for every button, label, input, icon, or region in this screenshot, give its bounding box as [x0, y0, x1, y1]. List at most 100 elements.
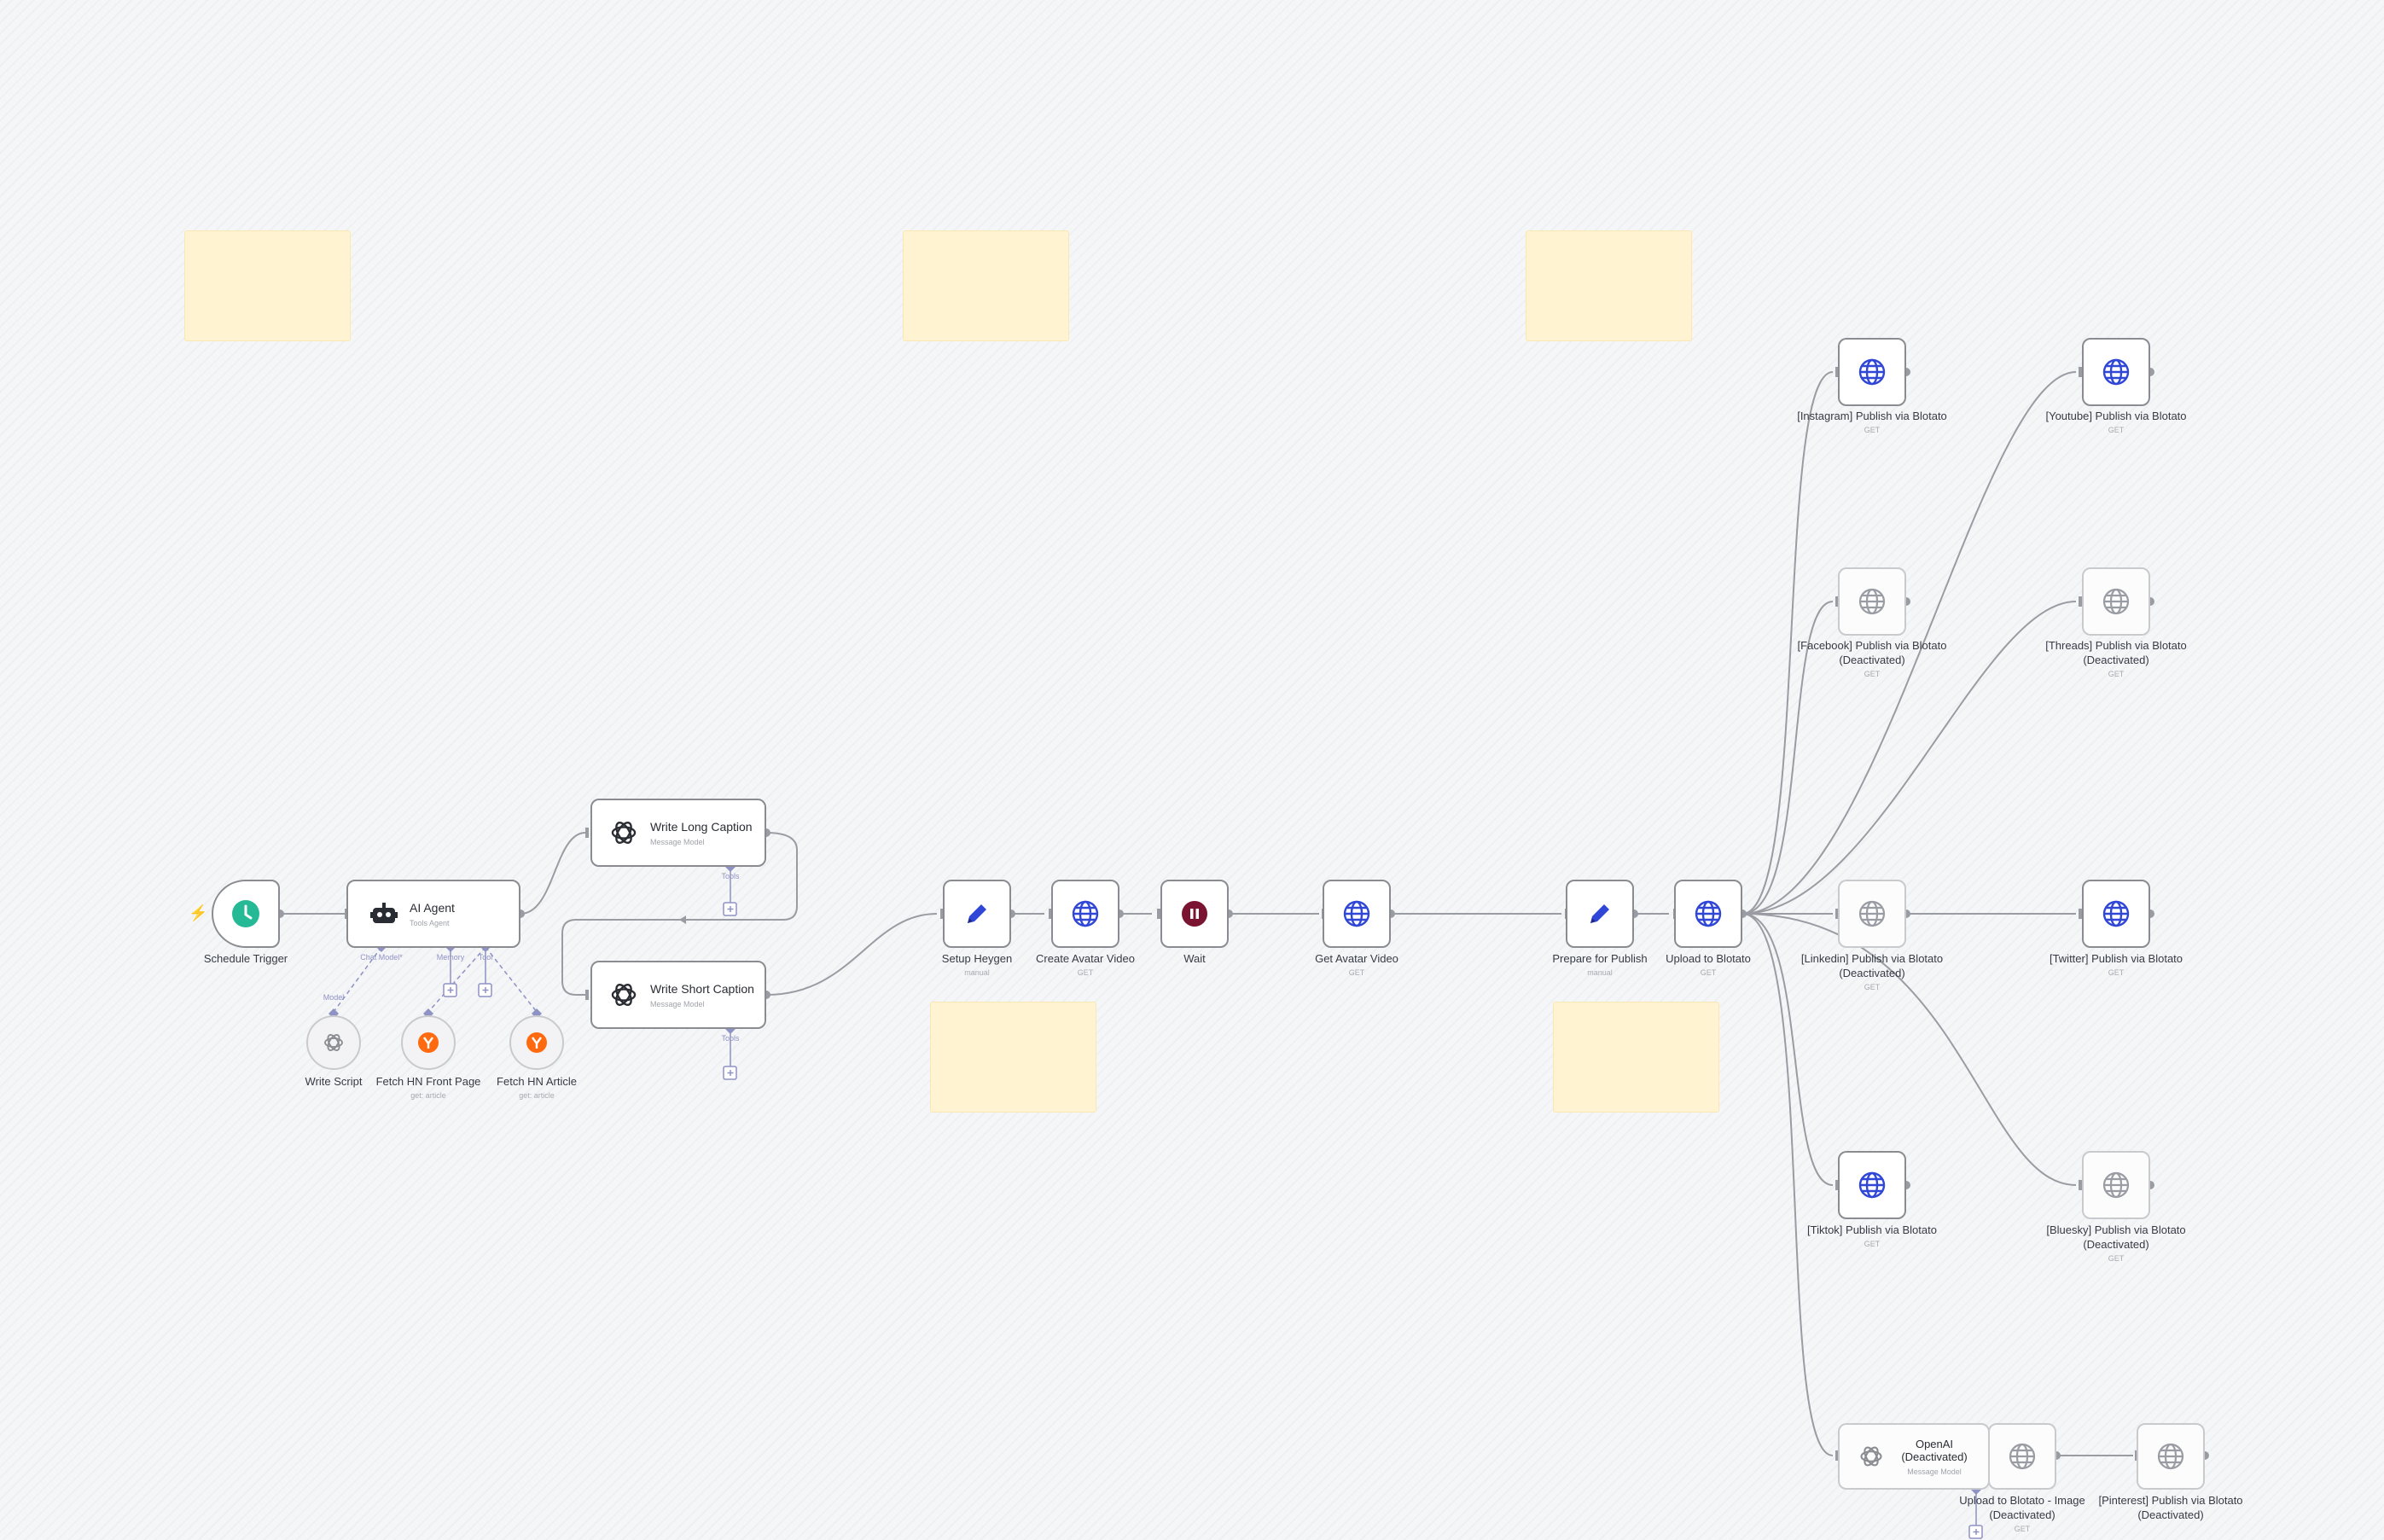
port-label-memory: Memory: [436, 953, 465, 962]
node-label: Upload to Blotato - Image (Deactivated)G…: [1959, 1494, 2085, 1533]
node-title: Write Long Caption: [650, 819, 753, 834]
edge-shortcaption-setupheygen: [765, 913, 938, 996]
node-instagram-publish[interactable]: [1838, 338, 1906, 406]
node-fetch-hn-article[interactable]: [509, 1015, 564, 1070]
globe-icon: [2102, 358, 2130, 386]
edge-upload-facebook: [1741, 601, 1834, 915]
globe-icon: [2102, 900, 2130, 927]
openai-icon: [324, 1034, 343, 1051]
globe-icon: [2102, 588, 2130, 615]
globe-icon: [2157, 1443, 2184, 1470]
node-title: Write Short Caption: [650, 981, 754, 996]
node-write-short-caption[interactable]: Write Short Caption Message Model: [590, 961, 766, 1029]
node-subtitle: Message Model: [650, 999, 705, 1008]
node-youtube-publish[interactable]: [2082, 338, 2150, 406]
node-upload-to-blotato[interactable]: [1674, 880, 1742, 948]
node-write-long-caption[interactable]: Write Long Caption Message Model: [590, 799, 766, 867]
globe-icon: [1858, 588, 1886, 615]
node-wait[interactable]: [1160, 880, 1229, 948]
edge-upload-instagram: [1741, 371, 1834, 915]
node-bluesky-publish[interactable]: [2082, 1151, 2150, 1219]
node-setup-heygen[interactable]: [943, 880, 1011, 948]
globe-icon: [1072, 900, 1099, 927]
sticky-note[interactable]: [1553, 1002, 1719, 1113]
node-label: [Facebook] Publish via Blotato (Deactiva…: [1797, 639, 1947, 678]
edge-upload-threads: [1741, 601, 2077, 915]
subedge-agent-writescript: [333, 946, 382, 1013]
port-label-model: Model: [323, 993, 345, 1002]
edge-agent-longcaption: [520, 832, 586, 915]
port-label-tools: Tools: [721, 1034, 740, 1043]
openai-icon: [611, 984, 637, 1006]
globe-icon: [2102, 1171, 2130, 1199]
sticky-note[interactable]: [903, 230, 1069, 341]
globe-icon: [2009, 1443, 2036, 1470]
node-prepare-for-publish[interactable]: [1566, 880, 1634, 948]
edge-upload-bluesky: [1741, 913, 2077, 1186]
hackernews-icon: [418, 1032, 439, 1053]
robot-icon: [370, 903, 398, 923]
node-create-avatar-video[interactable]: [1051, 880, 1119, 948]
pencil-icon: [968, 904, 986, 923]
globe-icon: [1343, 900, 1370, 927]
node-label: [Threads] Publish via Blotato (Deactivat…: [2045, 639, 2187, 678]
node-label: [Pinterest] Publish via Blotato (Deactiv…: [2098, 1494, 2243, 1521]
subedge-agent-fetchfront: [427, 946, 486, 1013]
node-twitter-publish[interactable]: [2082, 880, 2150, 948]
sticky-note[interactable]: [930, 1002, 1096, 1113]
globe-icon: [1858, 358, 1886, 386]
node-ai-agent[interactable]: AI Agent Tools Agent: [346, 880, 520, 948]
globe-icon: [1695, 900, 1722, 927]
globe-icon: [1858, 1171, 1886, 1199]
edge-upload-tiktok: [1741, 913, 1834, 1186]
node-subtitle: Message Model: [650, 837, 705, 846]
subedge-agent-fetcharticle: [485, 946, 538, 1013]
node-label: Schedule Trigger: [203, 952, 288, 965]
clock-icon: [232, 900, 259, 927]
globe-icon: [1858, 900, 1886, 927]
node-fetch-hn-front-page[interactable]: [401, 1015, 456, 1070]
node-pinterest-publish[interactable]: [2137, 1423, 2205, 1490]
node-tiktok-publish[interactable]: [1838, 1151, 1906, 1219]
pause-icon: [1182, 901, 1207, 927]
edge-upload-youtube: [1741, 371, 2077, 915]
node-subtitle: Message Model: [1907, 1467, 1962, 1476]
node-linkedin-publish[interactable]: [1838, 880, 1906, 948]
node-upload-to-blotato-image[interactable]: [1988, 1423, 2056, 1490]
node-label: Write Script: [305, 1075, 363, 1088]
node-schedule-trigger[interactable]: [212, 880, 280, 948]
openai-icon: [1860, 1446, 1882, 1467]
node-write-script[interactable]: [306, 1015, 361, 1070]
openai-icon: [611, 822, 637, 844]
edge-longcaption-shortcaption: [561, 832, 798, 996]
port-label-tool: Tool: [478, 953, 493, 962]
port-label-tools: Tools: [721, 872, 740, 880]
node-facebook-publish[interactable]: [1838, 567, 1906, 636]
node-label: [Bluesky] Publish via Blotato (Deactivat…: [2046, 1223, 2186, 1263]
trigger-bolt-icon: ⚡: [189, 904, 208, 921]
node-title: AI Agent: [410, 900, 455, 915]
node-get-avatar-video[interactable]: [1323, 880, 1391, 948]
port-label-chat-model: Chat Model*: [360, 953, 403, 962]
hackernews-icon: [526, 1032, 547, 1053]
node-label: Wait: [1183, 952, 1206, 965]
node-threads-publish[interactable]: [2082, 567, 2150, 636]
node-subtitle: Tools Agent: [410, 918, 450, 927]
sticky-note[interactable]: [184, 230, 351, 341]
node-openai[interactable]: OpenAI (Deactivated) Message Model: [1838, 1423, 1990, 1490]
edge-upload-openai: [1741, 913, 1834, 1456]
sticky-note[interactable]: [1526, 230, 1692, 341]
